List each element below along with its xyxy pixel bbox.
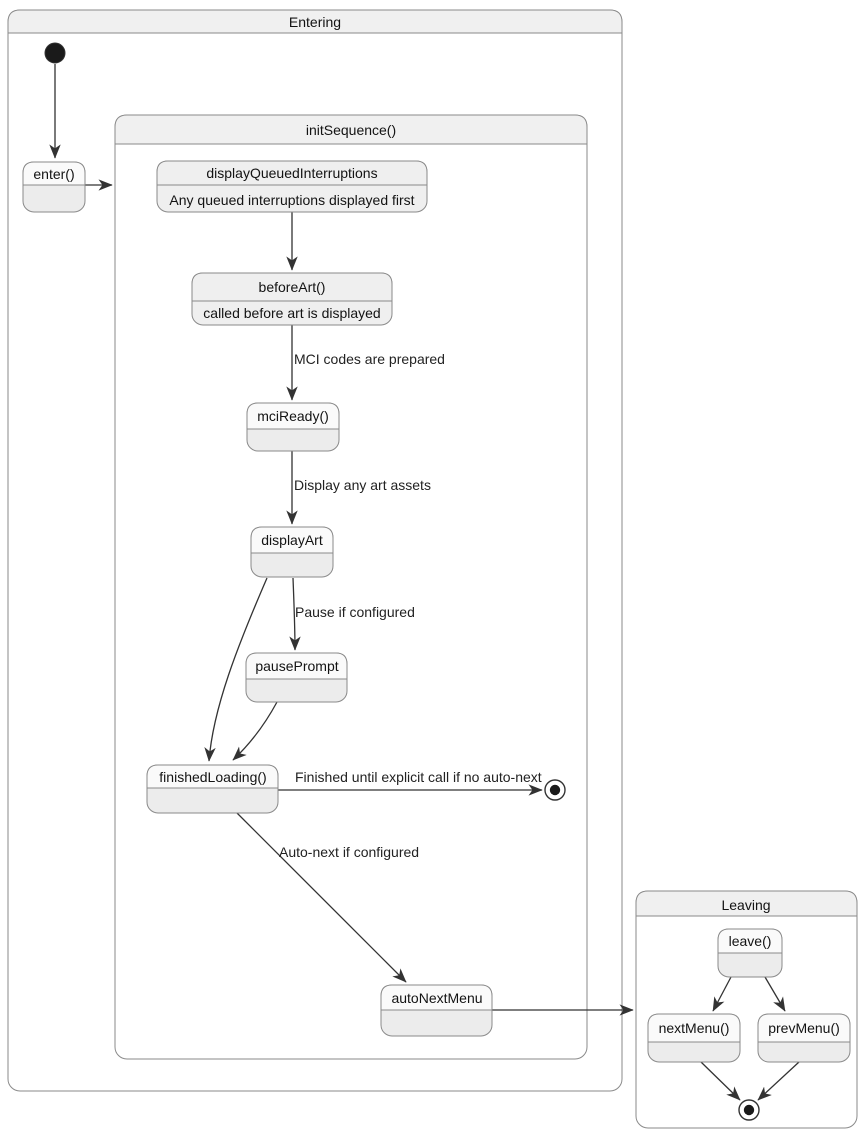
state-pause-prompt: pausePrompt <box>245 652 348 703</box>
edge-label-auto-next-if-configured: Auto-next if configured <box>279 844 419 860</box>
state-leave-titlebar <box>717 928 783 954</box>
container-leaving-header <box>635 890 858 917</box>
state-before-art-titlebar <box>191 272 393 302</box>
container-leaving: Leaving <box>635 890 858 1129</box>
final-state-inner-dot <box>743 1104 755 1116</box>
edge-leave-to-prev-menu <box>764 976 786 1012</box>
state-display-queued-interruptions-titlebar <box>156 160 428 186</box>
state-mci-ready-titlebar <box>246 402 340 430</box>
edge-prev-menu-to-final <box>757 1061 800 1101</box>
edge-label-mci-codes-prepared: MCI codes are prepared <box>294 351 445 367</box>
container-init-sequence-box <box>114 114 588 1060</box>
state-enter: enter() <box>22 161 86 213</box>
container-init-sequence-header <box>114 114 588 145</box>
state-prev-menu: prevMenu() <box>757 1013 851 1063</box>
container-leaving-title: Leaving <box>721 897 770 913</box>
state-enter-titlebar <box>22 161 86 186</box>
initial-state-dot <box>44 42 66 64</box>
state-next-menu-title: nextMenu() <box>659 1020 730 1036</box>
edge-display-art-to-pause-prompt <box>289 577 301 651</box>
state-prev-menu-titlebar <box>757 1013 851 1043</box>
edge-label-display-any-art-assets: Display any art assets <box>294 477 431 493</box>
state-prev-menu-title: prevMenu() <box>768 1020 840 1036</box>
edge-display-art-to-finished-loading <box>204 577 268 762</box>
state-display-queued-interruptions-description: Any queued interruptions displayed first <box>169 192 414 208</box>
edge-finished-loading-to-auto-next-menu <box>236 812 407 983</box>
container-leaving-box <box>635 890 858 1129</box>
state-mci-ready-title: mciReady() <box>257 408 329 424</box>
state-display-art-title: displayArt <box>261 532 323 548</box>
state-finished-loading-title: finishedLoading() <box>159 769 266 785</box>
state-auto-next-menu-titlebar <box>380 984 493 1011</box>
edge-leave-to-next-menu <box>712 976 732 1012</box>
container-entering-title: Entering <box>289 14 341 30</box>
edge-labels: MCI codes are prepared Display any art a… <box>279 351 542 860</box>
state-auto-next-menu: autoNextMenu <box>380 984 493 1037</box>
state-display-art: displayArt <box>250 526 334 578</box>
state-leave-title: leave() <box>729 933 772 949</box>
edges <box>49 64 800 1101</box>
state-finished-loading: finishedLoading() <box>146 764 279 814</box>
edge-pause-prompt-to-finished-loading <box>232 701 278 761</box>
edge-next-menu-to-final <box>700 1061 741 1101</box>
final-state-leaving <box>738 1099 760 1121</box>
state-pause-prompt-titlebar <box>245 652 348 680</box>
state-before-art: beforeArt() called before art is display… <box>191 272 393 326</box>
state-auto-next-menu-title: autoNextMenu <box>391 990 482 1006</box>
state-enter-title: enter() <box>33 166 74 182</box>
state-next-menu-titlebar <box>647 1013 741 1043</box>
state-display-queued-interruptions: displayQueuedInterruptions Any queued in… <box>156 160 428 213</box>
state-before-art-title: beforeArt() <box>259 279 326 295</box>
state-display-queued-interruptions-title: displayQueuedInterruptions <box>206 165 377 181</box>
state-mci-ready: mciReady() <box>246 402 340 452</box>
state-leave: leave() <box>717 928 783 978</box>
final-state-init-sequence <box>544 779 566 801</box>
final-state-inner-dot <box>549 784 561 796</box>
container-init-sequence: initSequence() <box>114 114 588 1060</box>
container-init-sequence-title: initSequence() <box>306 122 396 138</box>
state-next-menu: nextMenu() <box>647 1013 741 1063</box>
state-before-art-description: called before art is displayed <box>203 305 380 321</box>
edge-label-finished-until-explicit: Finished until explicit call if no auto-… <box>295 769 542 785</box>
edge-label-pause-if-configured: Pause if configured <box>295 604 415 620</box>
container-entering-header <box>7 9 623 34</box>
state-pause-prompt-title: pausePrompt <box>255 658 338 674</box>
state-finished-loading-titlebar <box>146 764 279 789</box>
state-display-art-titlebar <box>250 526 334 554</box>
